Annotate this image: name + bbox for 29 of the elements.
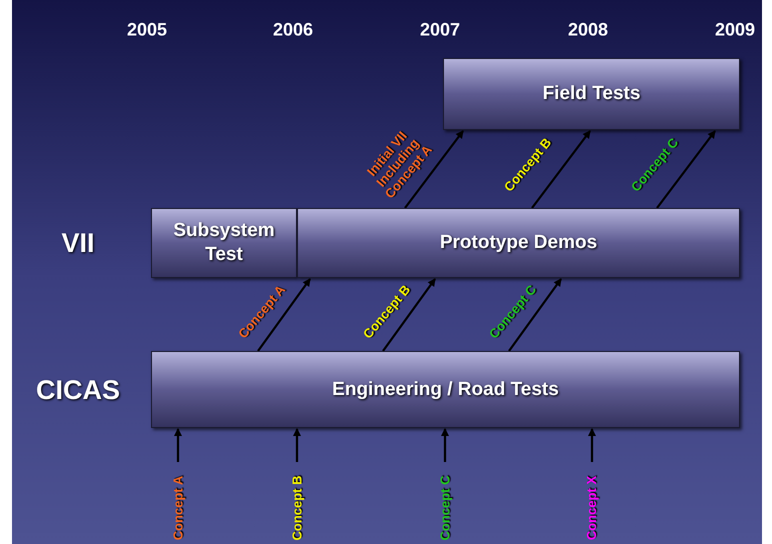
arrow [441, 428, 449, 462]
year-label: 2009 [714, 18, 756, 42]
arrow [531, 130, 591, 209]
bar-label: Engineering / Road Tests [331, 378, 560, 402]
arrow [656, 130, 716, 209]
year-label: 2008 [568, 18, 608, 42]
timeline-bar [151, 208, 297, 278]
timeline-bar [443, 58, 740, 130]
row-label: CICAS [36, 374, 120, 407]
row-label: VII [62, 226, 94, 260]
timeline-bar [151, 351, 740, 428]
edge-label: Concept A [171, 476, 185, 540]
bar-label: Subsystem Test [172, 219, 276, 267]
arrow [174, 428, 182, 462]
arrow [404, 130, 464, 209]
bar-label: Prototype Demos [438, 231, 598, 255]
arrow [588, 428, 596, 462]
year-label: 2006 [272, 18, 314, 42]
year-label: 2005 [126, 18, 168, 42]
timeline-bar [297, 208, 740, 278]
arrow [382, 278, 436, 352]
edge-label: Concept B [290, 476, 304, 540]
arrow [508, 278, 562, 352]
arrow [293, 428, 301, 462]
edge-label: Concept C [438, 476, 452, 540]
arrow [257, 278, 311, 352]
edge-label: Concept X [585, 476, 599, 540]
year-label: 2007 [420, 18, 460, 42]
bar-label: Field Tests [542, 82, 642, 106]
